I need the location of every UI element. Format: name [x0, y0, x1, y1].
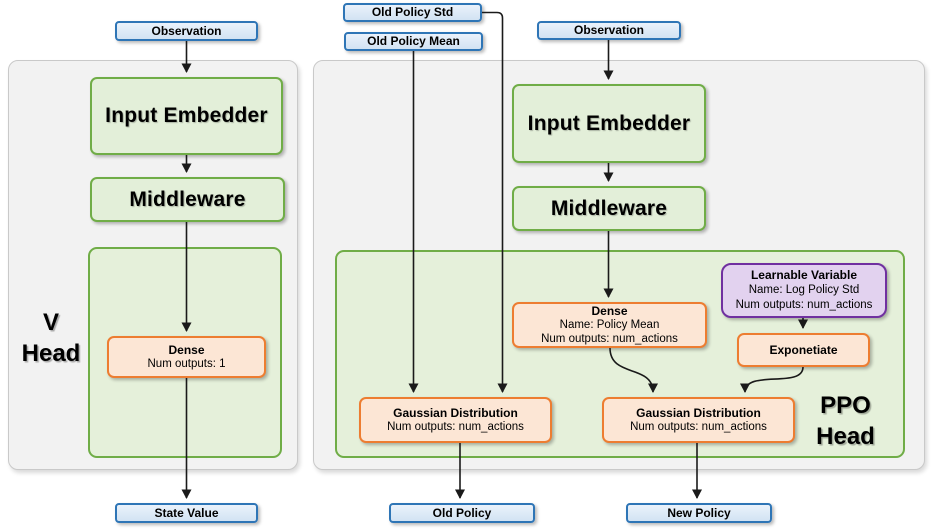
node-exponetiate-label: Exponetiate	[769, 343, 838, 357]
node-observation-v: Observation	[115, 21, 258, 41]
node-learnable-variable-title: Learnable Variable	[750, 268, 858, 282]
node-dense-v-title: Dense	[168, 343, 205, 357]
v-head-label-line2: Head	[21, 340, 81, 367]
node-dense-v-line1: Num outputs: 1	[147, 358, 226, 370]
ppo-head-label-line2: Head	[816, 423, 875, 450]
node-new-policy-output-label: New Policy	[667, 505, 731, 520]
node-input-embedder-ppo-label: Input Embedder	[527, 111, 691, 135]
node-gaussian-old-line1: Num outputs: num_actions	[387, 421, 524, 433]
node-gaussian-new-title: Gaussian Distribution	[636, 406, 761, 420]
node-input-embedder-v-label: Input Embedder	[105, 104, 268, 127]
node-learnable-variable-line2: Num outputs: num_actions	[735, 299, 873, 311]
node-middleware-v: Middleware	[90, 177, 285, 222]
node-old-policy-output: Old Policy	[389, 503, 535, 523]
ppo-head-label: PPO Head	[798, 390, 893, 452]
node-state-value: State Value	[115, 503, 258, 523]
node-learnable-variable: Learnable Variable Name: Log Policy Std …	[721, 263, 887, 318]
node-exponetiate: Exponetiate	[737, 333, 870, 367]
node-learnable-variable-line1: Name: Log Policy Std	[748, 284, 860, 296]
node-old-policy-output-label: Old Policy	[432, 505, 492, 520]
node-middleware-v-label: Middleware	[129, 187, 246, 211]
node-input-embedder-v: Input Embedder	[90, 77, 283, 155]
node-gaussian-new-line1: Num outputs: num_actions	[630, 421, 767, 433]
node-gaussian-old-title: Gaussian Distribution	[393, 406, 518, 420]
node-dense-v: Dense Num outputs: 1	[107, 336, 266, 378]
node-old-policy-mean-label: Old Policy Mean	[367, 34, 460, 48]
node-dense-ppo: Dense Name: Policy Mean Num outputs: num…	[512, 302, 707, 348]
node-gaussian-distribution-new: Gaussian Distribution Num outputs: num_a…	[602, 397, 795, 443]
node-old-policy-mean: Old Policy Mean	[344, 32, 483, 51]
node-middleware-ppo-label: Middleware	[550, 196, 668, 220]
node-state-value-label: State Value	[154, 505, 219, 520]
node-old-policy-std: Old Policy Std	[343, 3, 482, 22]
node-observation-v-label: Observation	[151, 23, 222, 38]
node-dense-ppo-line1: Name: Policy Mean	[559, 319, 660, 331]
node-new-policy-output: New Policy	[626, 503, 772, 523]
node-observation-ppo: Observation	[537, 21, 681, 40]
node-dense-ppo-line2: Num outputs: num_actions	[541, 333, 678, 345]
node-old-policy-std-label: Old Policy Std	[371, 5, 454, 19]
v-head-label: V Head	[12, 307, 90, 369]
node-observation-ppo-label: Observation	[573, 23, 645, 37]
node-middleware-ppo: Middleware	[512, 186, 706, 231]
node-dense-ppo-title: Dense	[591, 304, 628, 318]
node-gaussian-distribution-old: Gaussian Distribution Num outputs: num_a…	[359, 397, 552, 443]
ppo-head-label-line1: PPO	[820, 392, 871, 419]
v-head-label-line1: V	[42, 309, 59, 336]
node-input-embedder-ppo: Input Embedder	[512, 84, 706, 163]
